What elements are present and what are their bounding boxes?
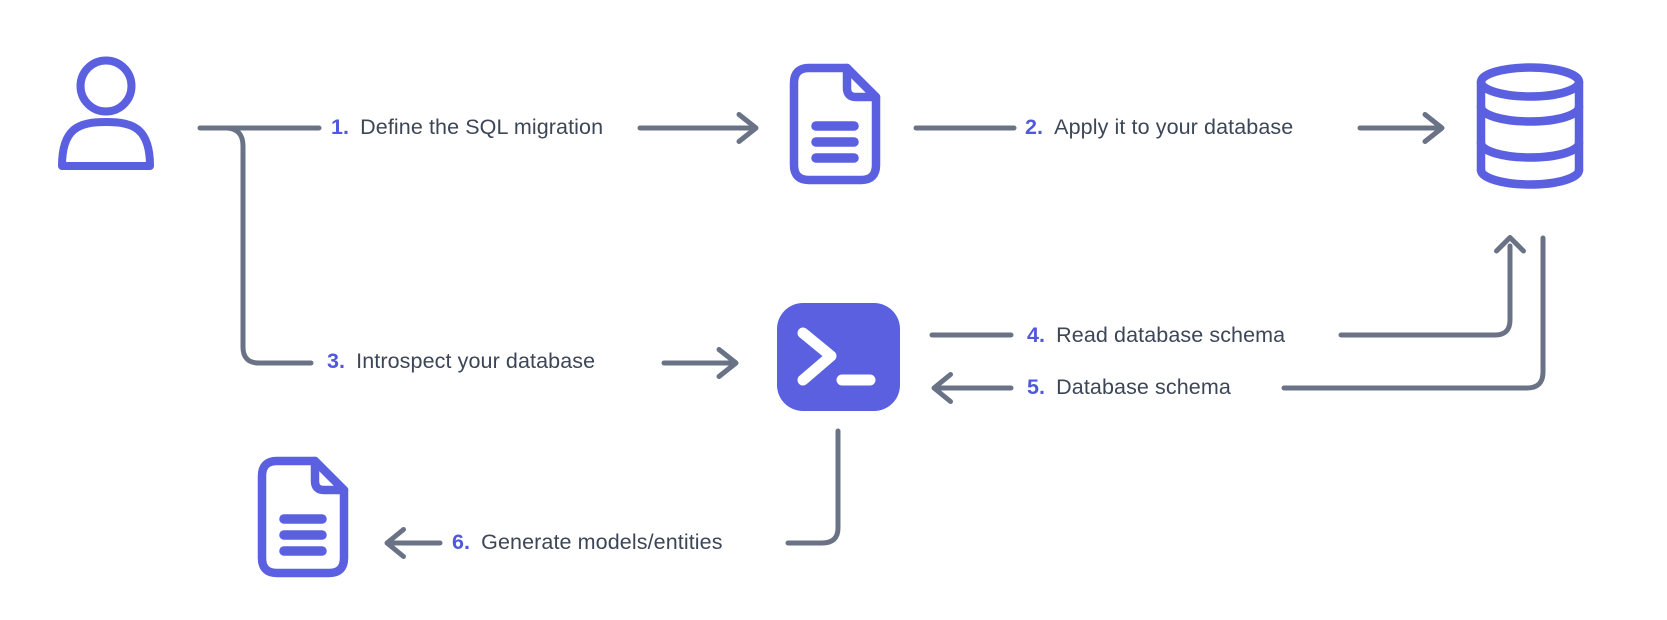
- connector-database-to-step5: [1281, 235, 1546, 391]
- arrow-step4-to-database: [1338, 235, 1526, 338]
- arrow-step5-to-terminal: [931, 372, 1014, 404]
- arrow-step6-to-file: [384, 527, 443, 559]
- step-text: Read database schema: [1056, 323, 1286, 348]
- step-text: Define the SQL migration: [360, 115, 604, 140]
- document-icon: [789, 63, 881, 185]
- arrowhead-left-icon: [384, 527, 406, 559]
- step-number: 4.: [1027, 323, 1046, 348]
- arrowhead-up-icon: [1494, 235, 1526, 254]
- step-number: 5.: [1027, 375, 1046, 400]
- step-label-2: 2. Apply it to your database: [1025, 115, 1293, 141]
- terminal-icon: [777, 303, 900, 411]
- step-number: 6.: [452, 530, 471, 555]
- step-label-6: 6. Generate models/entities: [452, 530, 723, 556]
- arrowhead-right-icon: [736, 112, 759, 144]
- connector-branch-user-to-step3: [224, 125, 314, 366]
- arrow-step2-to-database: [1357, 112, 1445, 144]
- step-label-5: 5. Database schema: [1027, 375, 1231, 401]
- step-number: 3.: [327, 349, 346, 374]
- step-label-1: 1. Define the SQL migration: [331, 115, 603, 141]
- step-label-4: 4. Read database schema: [1027, 323, 1285, 349]
- arrowhead-left-icon: [931, 372, 953, 404]
- person-icon: [58, 56, 154, 170]
- step-number: 1.: [331, 115, 350, 140]
- step-text: Database schema: [1056, 375, 1231, 400]
- database-icon: [1476, 63, 1584, 189]
- step-text: Apply it to your database: [1054, 115, 1294, 140]
- step-text: Generate models/entities: [481, 530, 723, 555]
- arrow-step1-to-file: [637, 112, 759, 144]
- arrowhead-right-icon: [716, 347, 739, 379]
- step-label-3: 3. Introspect your database: [327, 349, 595, 375]
- document-icon: [257, 456, 349, 578]
- step-number: 2.: [1025, 115, 1044, 140]
- connector-terminal-to-step6: [785, 428, 841, 546]
- step-text: Introspect your database: [356, 349, 596, 374]
- arrow-step3-to-terminal: [661, 347, 739, 379]
- terminal-prompt-chevron: [797, 327, 837, 386]
- arrowhead-right-icon: [1422, 112, 1445, 144]
